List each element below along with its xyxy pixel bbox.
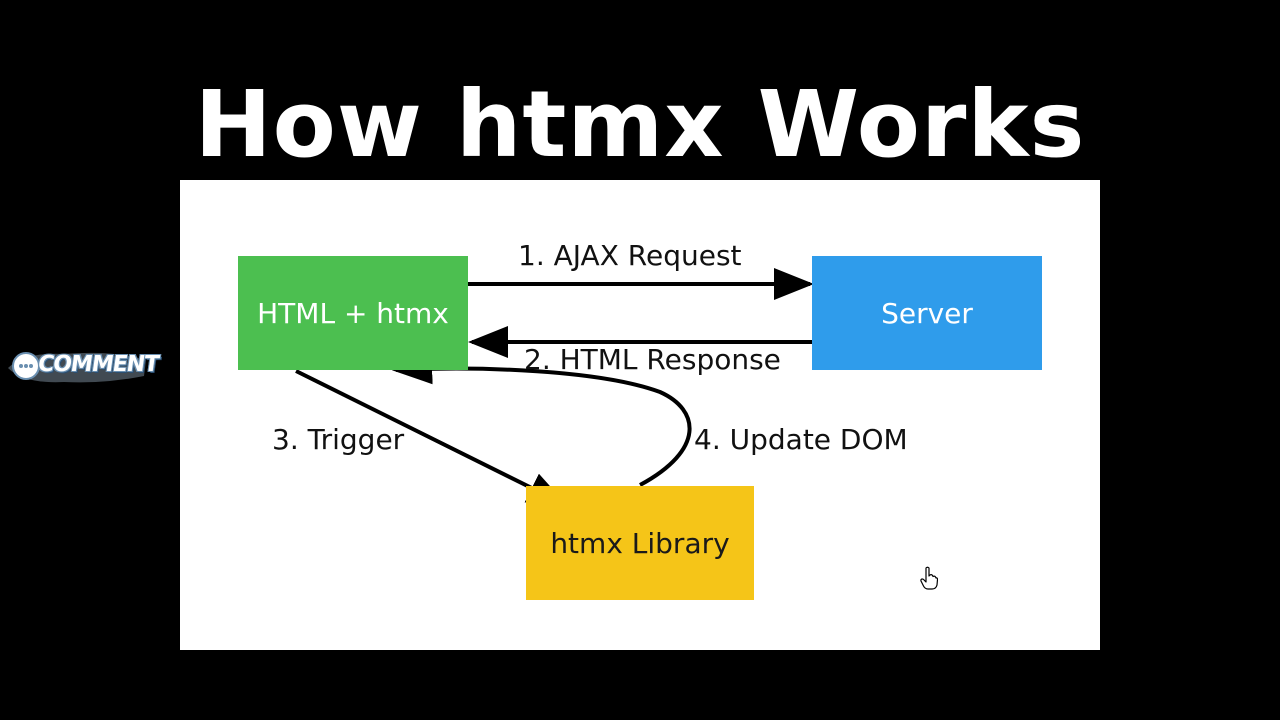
- update-dom-arrow: [392, 352, 692, 487]
- diagram-arrows: [295, 268, 814, 506]
- comment-badge-shape: [8, 352, 146, 383]
- title-bar: How htmx Works: [180, 70, 1100, 180]
- trigger-label: 3. Trigger: [272, 423, 405, 456]
- htmx-library-node: htmx Library: [526, 486, 754, 600]
- update-dom-label: 4. Update DOM: [694, 423, 908, 456]
- server-label: Server: [881, 296, 973, 330]
- html-response-label: 2. HTML Response: [524, 343, 781, 376]
- page-title: How htmx Works: [194, 71, 1086, 178]
- server-node: Server: [812, 256, 1042, 370]
- comment-badge-label: COMMENT: [36, 352, 160, 377]
- comment-badge[interactable]: COMMENT: [4, 346, 160, 386]
- diagram-slide: HTML + htmx Server htmx Library 1. AJAX …: [180, 180, 1100, 650]
- ajax-request-label: 1. AJAX Request: [518, 239, 742, 272]
- html-htmx-node: HTML + htmx: [238, 256, 468, 370]
- trigger-arrow: [295, 369, 568, 506]
- html-htmx-label: HTML + htmx: [257, 296, 449, 330]
- hand-pointer-icon: [920, 566, 938, 590]
- htmx-library-label: htmx Library: [550, 526, 730, 560]
